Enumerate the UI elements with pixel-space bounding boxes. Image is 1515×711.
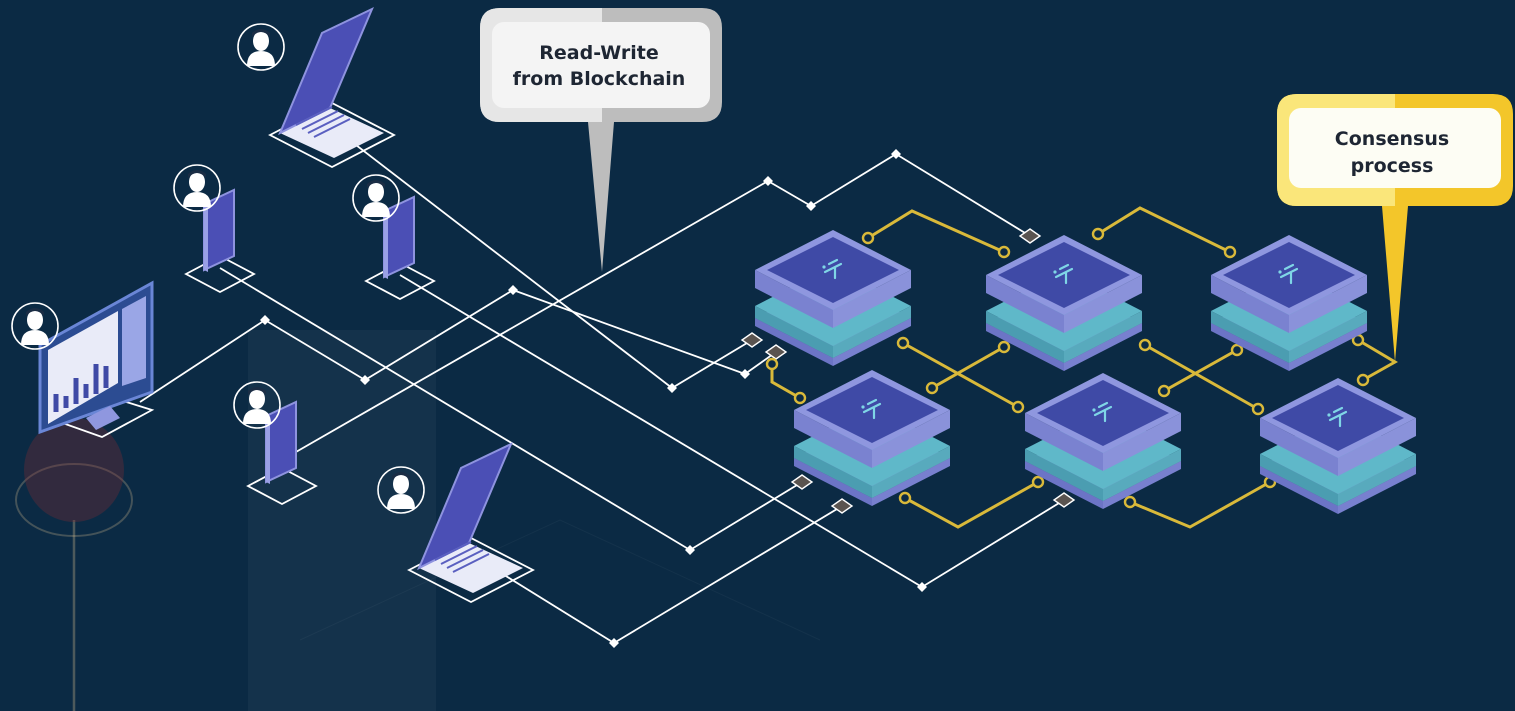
callout-consensus: Consensus process: [1277, 94, 1513, 362]
client-devices: [38, 8, 534, 603]
network-junctions: [260, 149, 927, 648]
callout-read-write-line1: Read-Write: [539, 42, 658, 64]
callout-read-write-line2: from Blockchain: [513, 68, 686, 90]
blockchain-node-icon: [1023, 371, 1183, 511]
blockchain-node-icon: [984, 233, 1144, 373]
callout-consensus-line2: process: [1351, 155, 1434, 177]
callout-read-write: Read-Write from Blockchain: [480, 8, 722, 272]
user-avatar-icon: [352, 174, 400, 222]
consensus-links: [770, 206, 1398, 529]
user-avatar-icon: [173, 164, 221, 212]
callout-consensus-line1: Consensus: [1335, 128, 1449, 150]
laptop-icon: [269, 8, 395, 168]
network-ports: [740, 228, 1076, 514]
blockchain-node-icon: [753, 228, 913, 368]
monitor-icon: [38, 280, 155, 438]
user-avatar-icon: [11, 302, 59, 350]
blockchain-nodes: [753, 228, 1418, 516]
blockchain-node-icon: [1258, 376, 1418, 516]
background-decoration: [15, 330, 821, 711]
consensus-link-endpoints: [765, 227, 1370, 509]
user-avatar-icon: [237, 23, 285, 71]
